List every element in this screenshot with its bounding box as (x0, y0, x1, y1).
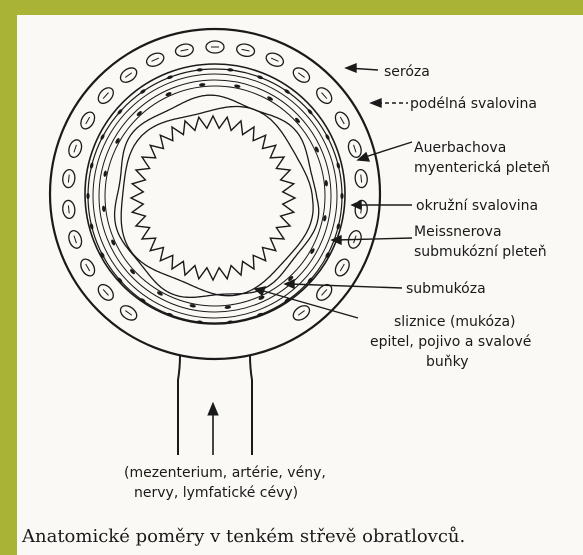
muscle-cell-nucleus (74, 236, 76, 244)
label-meissner-1: Meissnerova (414, 224, 502, 240)
submucosa-ring (115, 95, 319, 297)
auerbach-pointer (362, 142, 412, 158)
label-seroza: seróza (384, 64, 430, 80)
label-sliznice-1: sliznice (mukóza) (394, 314, 515, 330)
muscle-cell-nucleus (125, 73, 131, 78)
muscle-cell-nucleus (298, 73, 304, 78)
mesentery-arrow (208, 403, 218, 455)
muscle-cell-nucleus (271, 58, 278, 61)
label-auerbach-2: myenterická pleteň (414, 160, 550, 176)
muscle-cell-nucleus (180, 49, 188, 51)
muscle-cell-nucleus (322, 93, 327, 99)
circular-muscle-ring-2 (93, 74, 337, 318)
longitudinal-muscle-cells (62, 41, 368, 323)
muscle-cell-nucleus (361, 175, 362, 183)
label-auerbach-1: Auerbachova (414, 140, 506, 156)
muscle-cell-nucleus (86, 264, 90, 271)
muscle-cell-nucleus (68, 205, 69, 213)
muscle-cell-nucleus (125, 311, 131, 316)
muscle-cell-nucleus (242, 49, 250, 51)
muscle-cell-nucleus (74, 145, 76, 153)
meissner-pointer (336, 238, 412, 240)
mucosa-ring (121, 107, 313, 296)
label-mesentery-1: (mezenterium, artérie, vény, (124, 465, 326, 481)
plexus-dot (86, 193, 89, 199)
label-sliznice-2: epitel, pojivo a svalové (370, 334, 531, 350)
figure-caption: Anatomické poměry v tenkém střevě obratl… (21, 525, 465, 547)
muscle-cell-nucleus (103, 93, 108, 99)
muscle-cell-nucleus (298, 311, 304, 316)
muscle-cell-nucleus (103, 289, 108, 295)
mesentery-stalk (178, 355, 252, 455)
plexus-dot (227, 68, 234, 72)
muscle-cell-nucleus (152, 58, 159, 61)
muscle-cell-nucleus (340, 264, 344, 271)
label-mesentery-2: nervy, lymfatické cévy) (134, 485, 298, 501)
muscle-cell-nucleus (322, 289, 327, 295)
plexus-dot (89, 162, 94, 169)
label-okruzni: okružní svalovina (416, 198, 538, 214)
plexus-dot (256, 75, 263, 80)
label-podelna: podélná svalovina (410, 96, 537, 112)
plexus-dot (340, 193, 343, 199)
muscle-cell-nucleus (354, 145, 356, 153)
label-meissner-2: submukózní pleteň (414, 244, 547, 260)
muscle-cell-nucleus (86, 117, 90, 124)
label-submukoza: submukóza (406, 281, 486, 297)
muscle-cell-nucleus (340, 117, 344, 124)
muscle-cell-nucleus (68, 175, 69, 183)
plexus-dot (336, 162, 341, 169)
plexus-dot (166, 75, 173, 80)
label-sliznice-3: buňky (426, 354, 469, 370)
epithelium-zigzag (131, 116, 295, 280)
plexus-dot (196, 68, 203, 72)
